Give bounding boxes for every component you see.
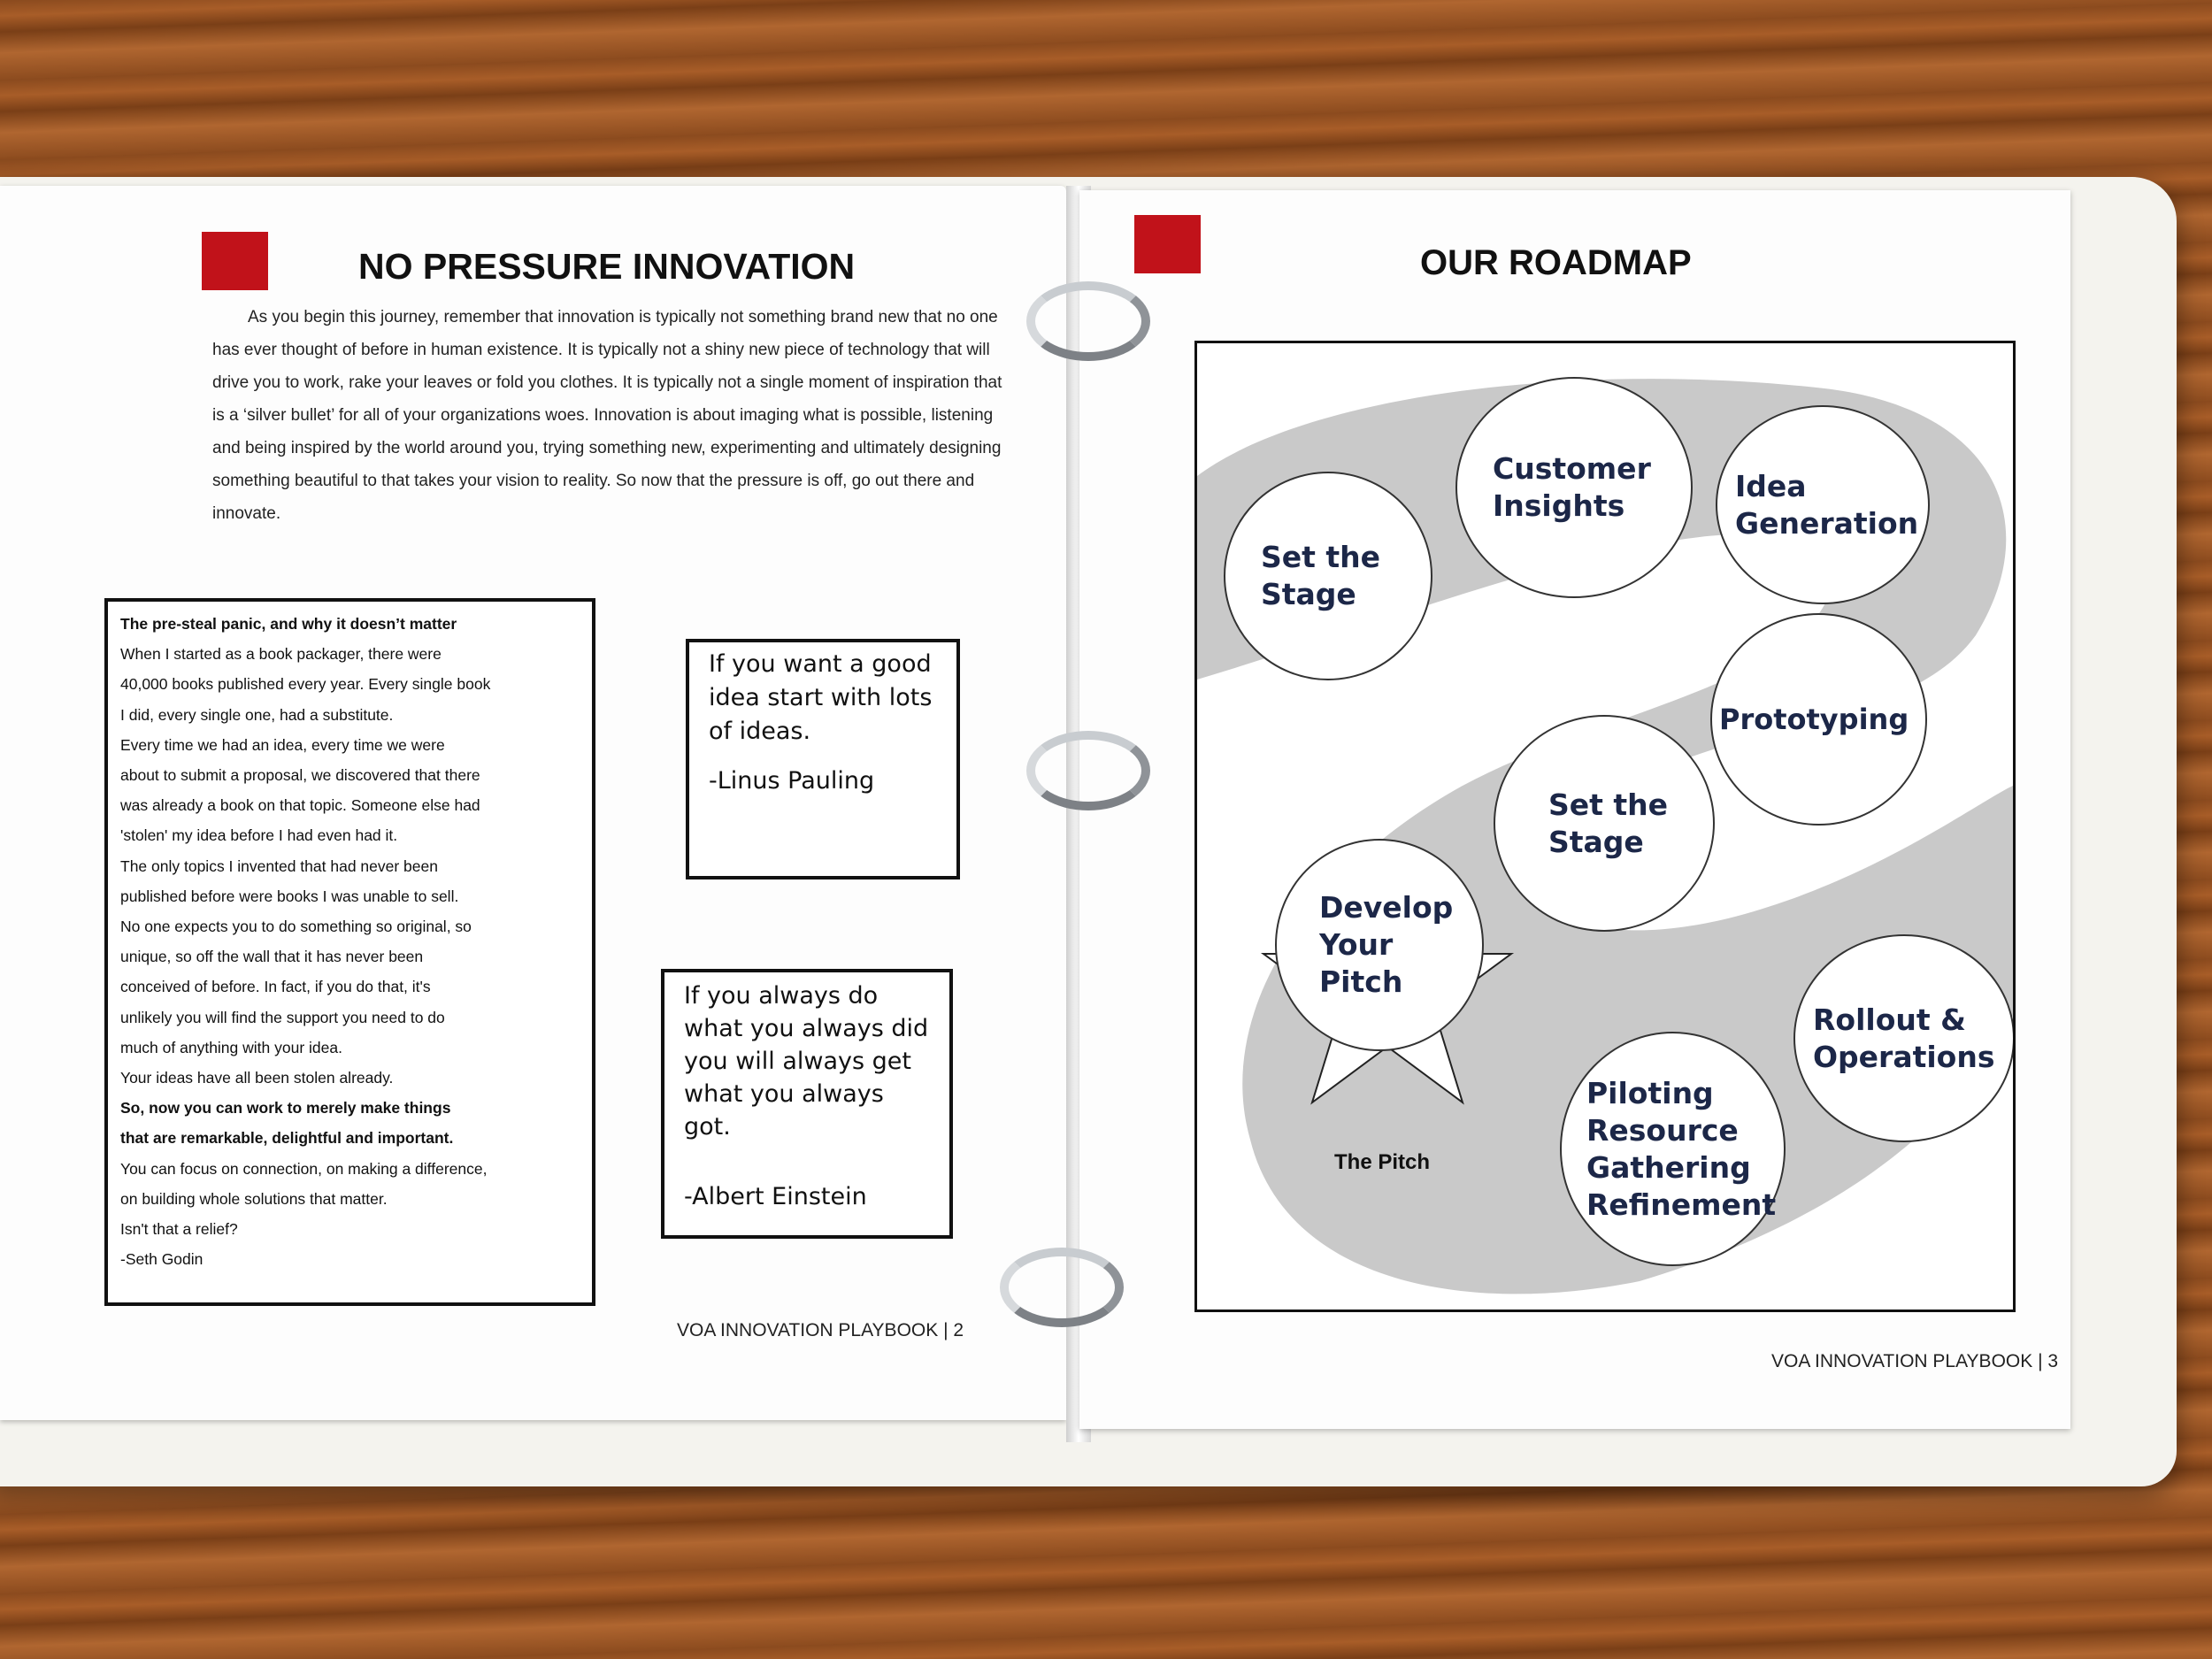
node-label: Idea Generation [1735, 468, 1919, 541]
panic-line: conceived of before. In fact, if you do … [120, 978, 431, 996]
node-prototyping: Prototyping [1710, 613, 1927, 826]
right-page-footer: VOA INNOVATION PLAYBOOK | 3 [1771, 1351, 2059, 1371]
node-label: Rollout & Operations [1813, 1002, 1995, 1074]
quote-author: -Albert Einstein [684, 1183, 867, 1210]
panic-line: The only topics I invented that had neve… [120, 856, 438, 875]
panic-line: 'stolen' my idea before I had even had i… [120, 826, 398, 845]
panic-closing-line: Isn't that a relief? [120, 1220, 238, 1239]
node-label: Set the Stage [1548, 787, 1669, 859]
star-label: The Pitch [1334, 1150, 1431, 1174]
panic-attribution: -Seth Godin [120, 1250, 204, 1269]
panic-heading: The pre-steal panic, and why it doesn’t … [120, 615, 457, 633]
panic-line: was already a book on that topic. Someon… [120, 796, 480, 815]
left-page-footer: VOA INNOVATION PLAYBOOK | 2 [677, 1320, 964, 1340]
panic-line: When I started as a book packager, there… [120, 645, 442, 664]
binder-ring-top [1026, 281, 1150, 361]
right-page-title: OUR ROADMAP [1420, 243, 1692, 282]
panic-line: Every time we had an idea, every time we… [120, 735, 445, 754]
panic-closing-line: You can focus on connection, on making a… [120, 1159, 488, 1178]
node-customer-insights: Customer Insights [1455, 377, 1693, 598]
intro-paragraph: As you begin this journey, remember that… [212, 308, 1002, 523]
node-set-the-stage-2: Set the Stage [1494, 715, 1715, 932]
red-square-decoration [1134, 215, 1201, 273]
panic-line: about to submit a proposal, we discovere… [120, 766, 480, 785]
panic-line: unique, so off the wall that it has neve… [120, 948, 424, 966]
panic-line: published before were books I was unable… [120, 887, 459, 905]
quote-text: If you always do what you always did you… [684, 982, 929, 1141]
node-idea-generation: Idea Generation [1716, 405, 1930, 604]
node-piloting: Piloting Resource Gathering Refinement [1560, 1032, 1786, 1266]
panic-bold-line: that are remarkable, delightful and impo… [120, 1129, 454, 1148]
roadmap-diagram: Set the Stage Customer Insights Idea Gen… [1194, 341, 2016, 1312]
quote-author: -Linus Pauling [709, 767, 875, 795]
panic-quote-box: The pre-steal panic, and why it doesn’t … [104, 598, 595, 1306]
panic-line: I did, every single one, had a substitut… [120, 705, 394, 724]
panic-line: much of anything with your idea. [120, 1038, 342, 1056]
panic-line: No one expects you to do something so or… [120, 918, 472, 936]
panic-line: 40,000 books published every year. Every… [120, 675, 491, 694]
binder-ring-middle [1026, 731, 1150, 810]
panic-closing-line: on building whole solutions that matter. [120, 1189, 388, 1208]
panic-line: unlikely you will find the support you n… [120, 1008, 445, 1026]
node-label: Prototyping [1719, 703, 1909, 736]
node-label: Set the Stage [1261, 540, 1381, 611]
panic-bold-line: So, now you can work to merely make thin… [120, 1099, 451, 1118]
binder-ring-bottom [1000, 1248, 1124, 1327]
quote-box-einstein: If you always do what you always did you… [661, 969, 953, 1239]
left-page: NO PRESSURE INNOVATION As you begin this… [0, 186, 1066, 1420]
node-rollout-operations: Rollout & Operations [1793, 934, 2013, 1142]
node-label: Customer Insights [1493, 451, 1651, 523]
left-page-title: NO PRESSURE INNOVATION [358, 246, 856, 287]
node-label: Develop Your Pitch [1319, 890, 1454, 999]
quote-text: If you want a good idea start with lots … [709, 650, 933, 745]
node-set-the-stage-1: Set the Stage [1224, 472, 1432, 680]
node-label: Piloting Resource Gathering Refinement [1586, 1075, 1777, 1222]
panic-line: Your ideas have all been stolen already. [120, 1069, 394, 1087]
red-square-decoration [202, 232, 268, 290]
node-develop-your-pitch: Develop Your Pitch [1275, 839, 1484, 1051]
quote-box-pauling: If you want a good idea start with lots … [686, 639, 960, 879]
